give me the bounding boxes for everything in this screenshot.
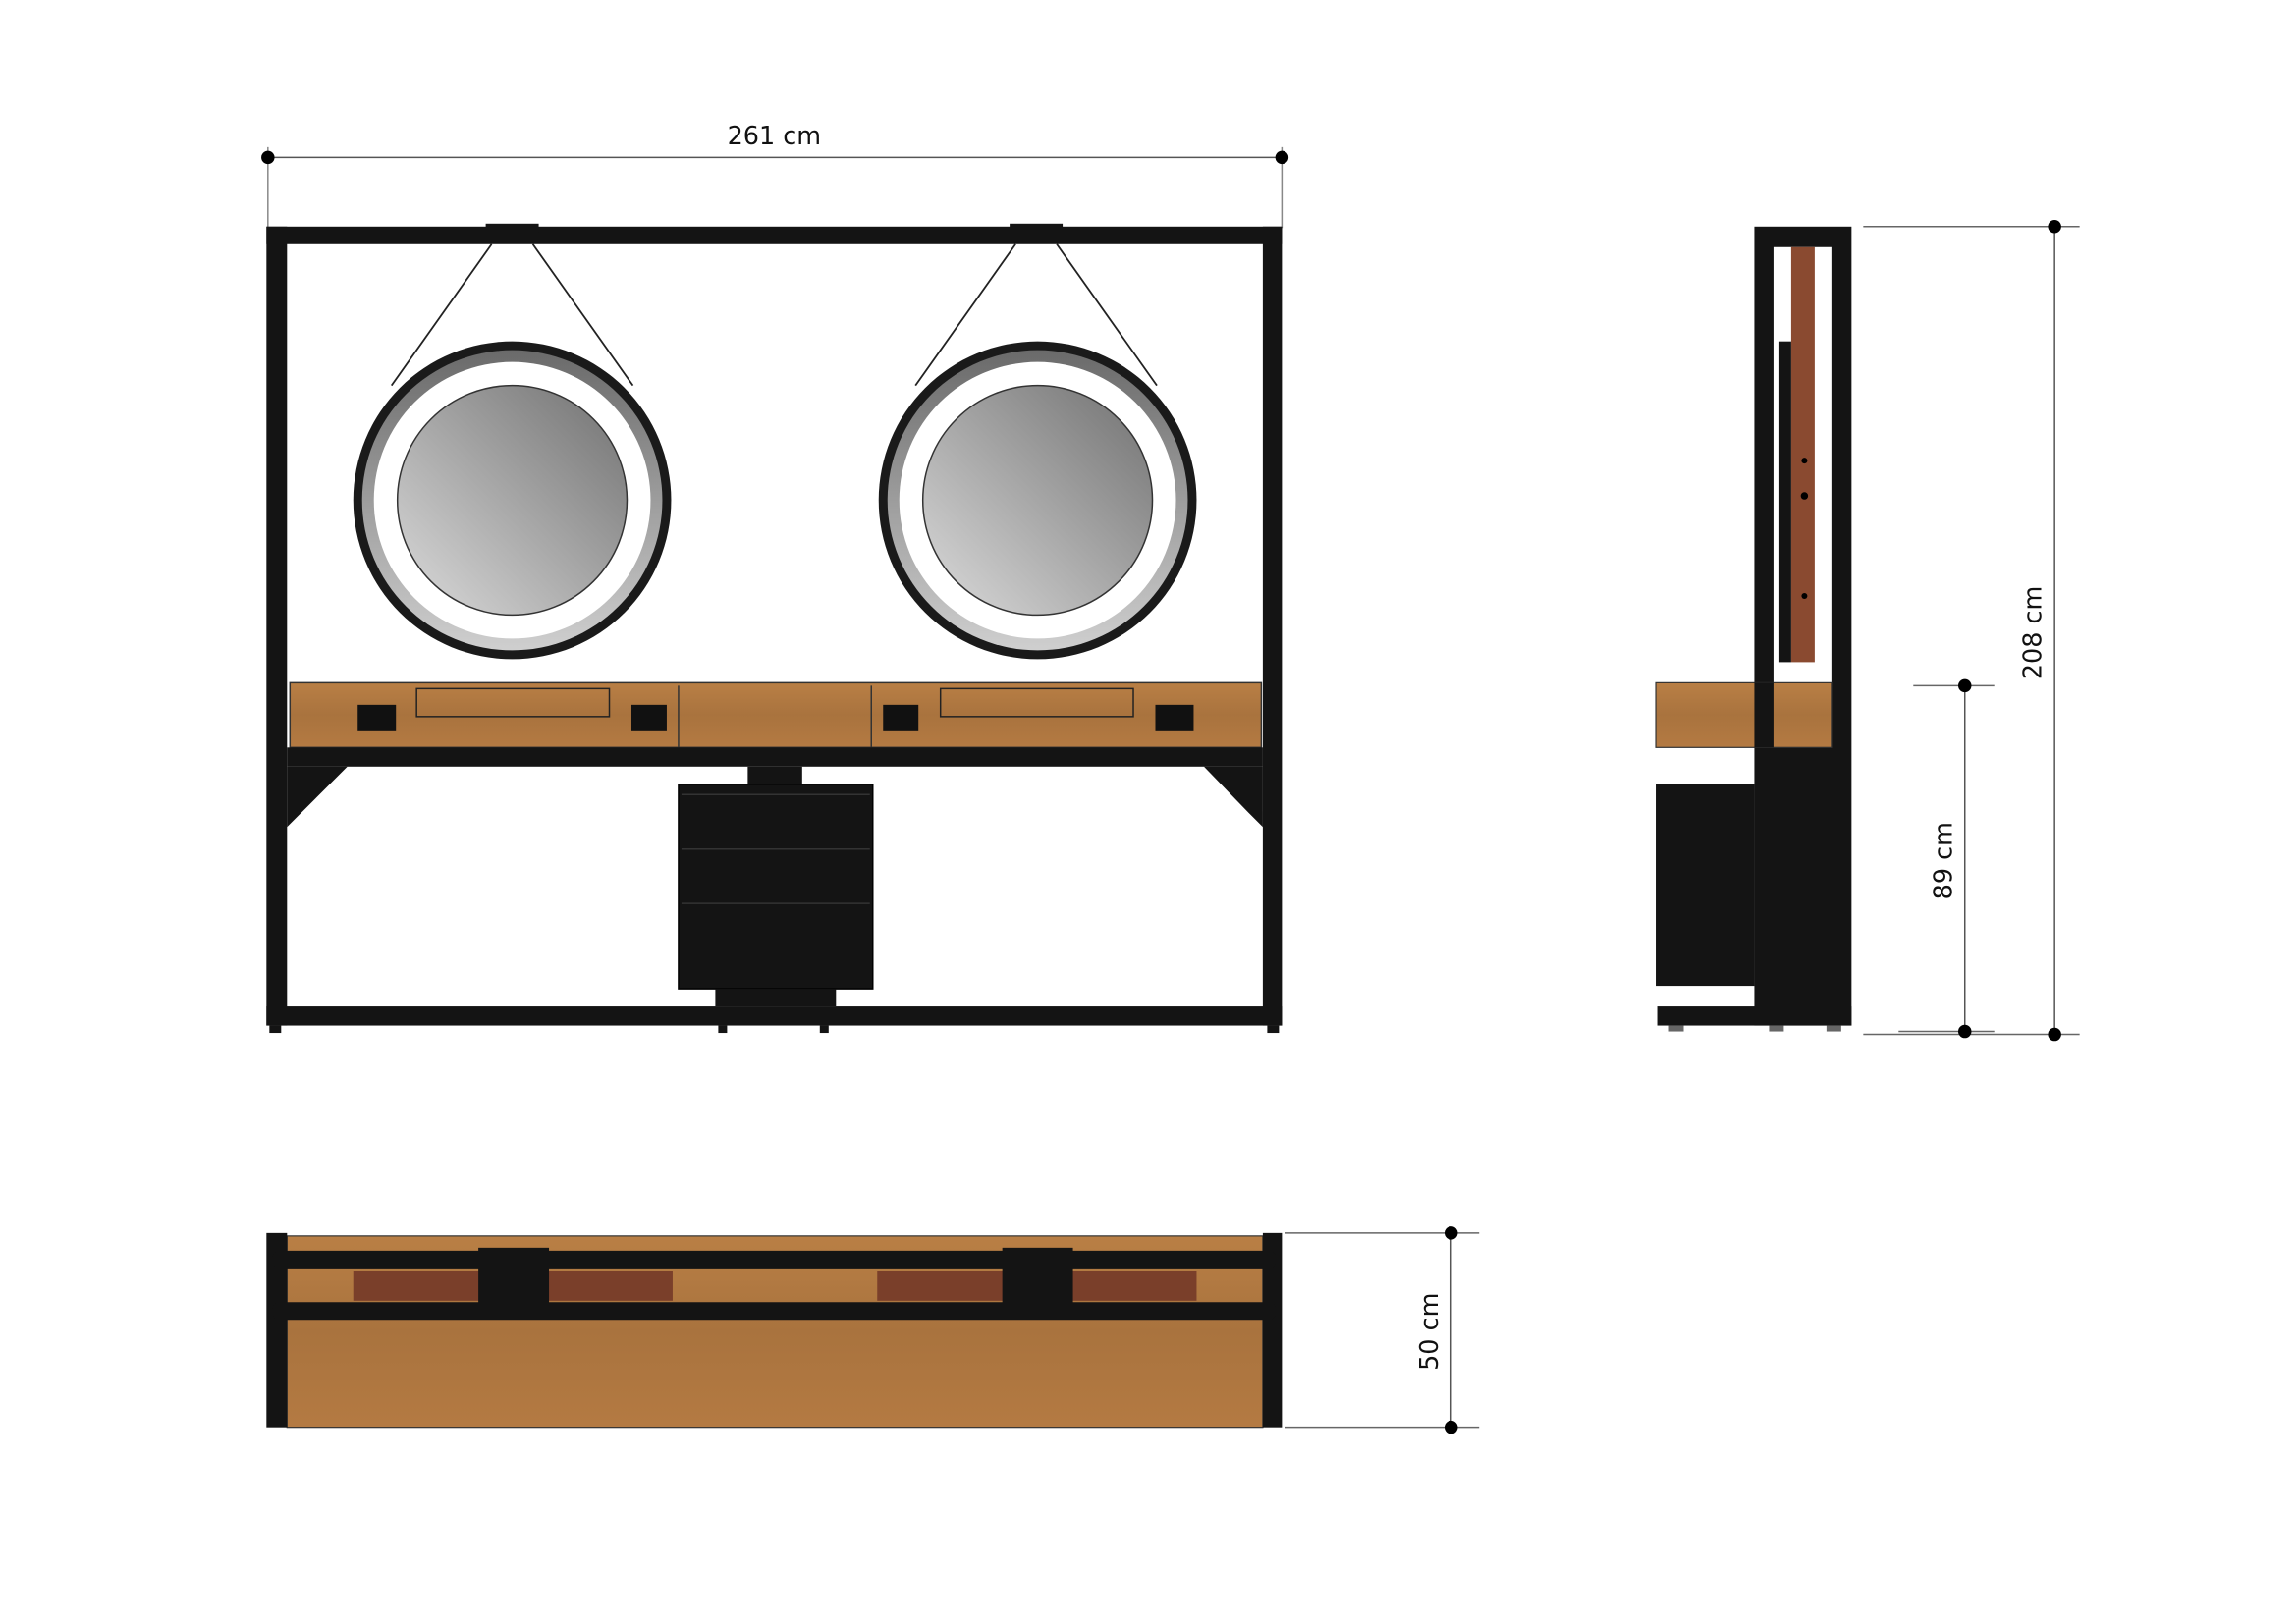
width-dimension: 261 cm — [261, 122, 1289, 229]
front-view: 261 cm — [261, 122, 1289, 1034]
height-label: 208 cm — [2019, 586, 2049, 680]
top-view: 50 cm — [266, 1226, 1480, 1434]
desk-height-label: 89 cm — [1929, 822, 1958, 899]
height-dimension: 208 cm — [1863, 220, 2080, 1042]
power-socket-icon — [357, 704, 1194, 731]
width-label: 261 cm — [728, 122, 822, 151]
drawer-unit — [678, 766, 874, 1007]
desk-height-dimension: 89 cm — [1898, 678, 1995, 1039]
depth-dimension: 50 cm — [1285, 1226, 1480, 1434]
side-view: 208 cm 89 cm — [1655, 220, 2080, 1042]
mirror-right — [878, 243, 1197, 660]
frame — [266, 223, 1283, 1034]
mirror-left — [353, 243, 672, 660]
desk-front — [287, 681, 1263, 828]
depth-label: 50 cm — [1415, 1293, 1445, 1371]
